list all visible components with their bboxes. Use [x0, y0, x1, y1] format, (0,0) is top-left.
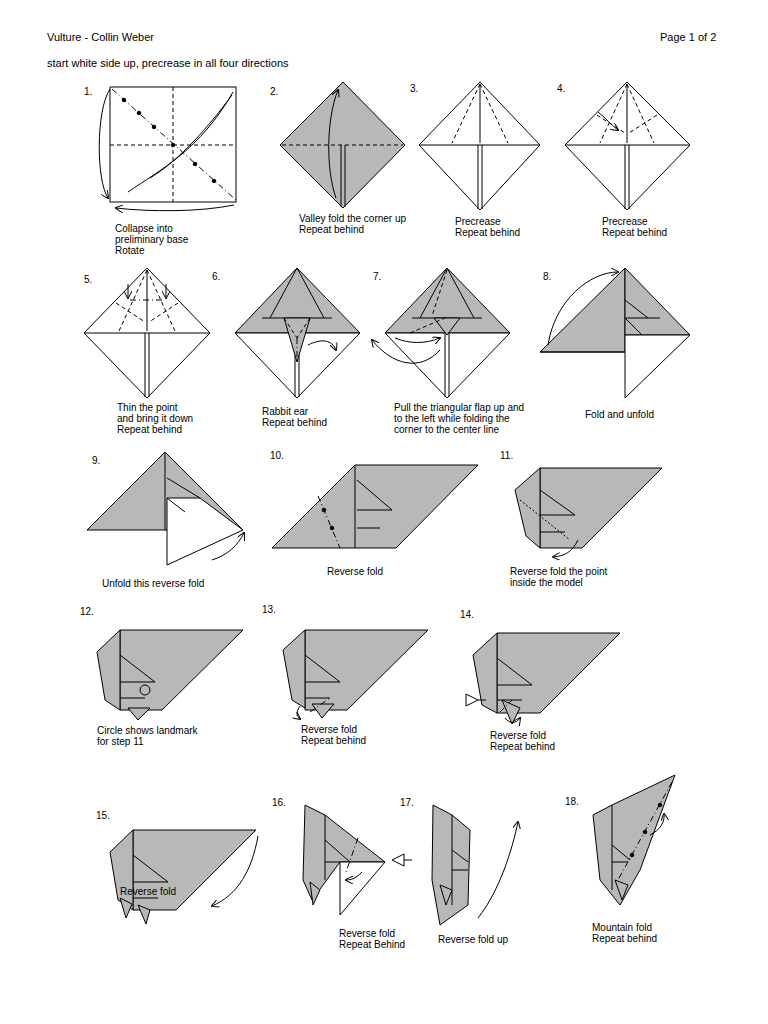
step-number: 2. [270, 86, 300, 97]
step-number: 5. [84, 274, 114, 285]
step-caption: Reverse fold [120, 886, 220, 897]
step-caption: Rabbit ear Repeat behind [262, 406, 332, 428]
step-7-figure [372, 268, 510, 398]
step-5-figure [84, 268, 210, 398]
step-caption: Reverse fold [327, 566, 427, 577]
step-caption: Unfold this reverse fold [102, 578, 252, 589]
step-number: 7. [373, 271, 403, 282]
step-number: 10. [270, 450, 300, 461]
instruction-note: start white side up, precrease in all fo… [47, 57, 467, 69]
step-8-figure [540, 268, 690, 398]
step-number: 17. [400, 797, 430, 808]
step-number: 8. [543, 271, 573, 282]
step-caption: Pull the triangular flap up and to the l… [394, 402, 530, 435]
step-caption: Reverse fold Repeat behind [490, 730, 565, 752]
step-13-figure [283, 630, 428, 719]
step-number: 3. [410, 83, 440, 94]
step-2-figure [280, 82, 405, 208]
step-caption: Mountain fold Repeat behind [592, 922, 667, 944]
step-number: 4. [557, 83, 587, 94]
step-caption: Valley fold the corner up Repeat behind [299, 213, 419, 235]
step-1-figure [99, 87, 236, 211]
step-number: 13. [262, 604, 292, 615]
step-caption: Reverse fold up [438, 934, 538, 945]
step-number: 15. [96, 810, 126, 821]
step-caption: Reverse fold the point inside the model [510, 566, 615, 588]
step-16-figure [303, 805, 412, 915]
step-caption: Reverse fold Repeat Behind [339, 928, 414, 950]
step-10-figure [272, 465, 478, 548]
step-number: 12. [80, 606, 110, 617]
step-caption: Collapse into preliminary base Rotate [115, 223, 195, 256]
step-number: 14. [460, 609, 490, 620]
step-3-figure [419, 82, 540, 210]
step-11-figure [515, 468, 662, 557]
step-caption: Precrease Repeat behind [455, 216, 525, 238]
step-caption: Precrease Repeat behind [602, 216, 672, 238]
step-15-figure [110, 830, 258, 924]
step-9-figure [87, 452, 244, 565]
step-number: 1. [84, 86, 114, 97]
step-4-figure [565, 82, 690, 210]
step-17-figure [432, 805, 518, 925]
step-number: 11. [500, 450, 530, 461]
step-number: 6. [212, 271, 242, 282]
step-12-figure [97, 630, 243, 720]
step-number: 16. [272, 797, 302, 808]
step-caption: Fold and unfold [585, 409, 685, 420]
step-caption: Thin the point and bring it down Repeat … [117, 402, 195, 435]
step-6-figure [235, 268, 360, 398]
step-caption: Reverse fold Repeat behind [301, 724, 376, 746]
step-number: 18. [565, 796, 595, 807]
step-14-figure [466, 633, 620, 724]
step-18-figure [593, 775, 675, 905]
step-number: 9. [92, 455, 122, 466]
page-title: Vulture - Collin Weber [47, 31, 347, 43]
page-number: Page 1 of 2 [660, 31, 760, 43]
step-caption: Circle shows landmark for step 11 [97, 725, 203, 747]
